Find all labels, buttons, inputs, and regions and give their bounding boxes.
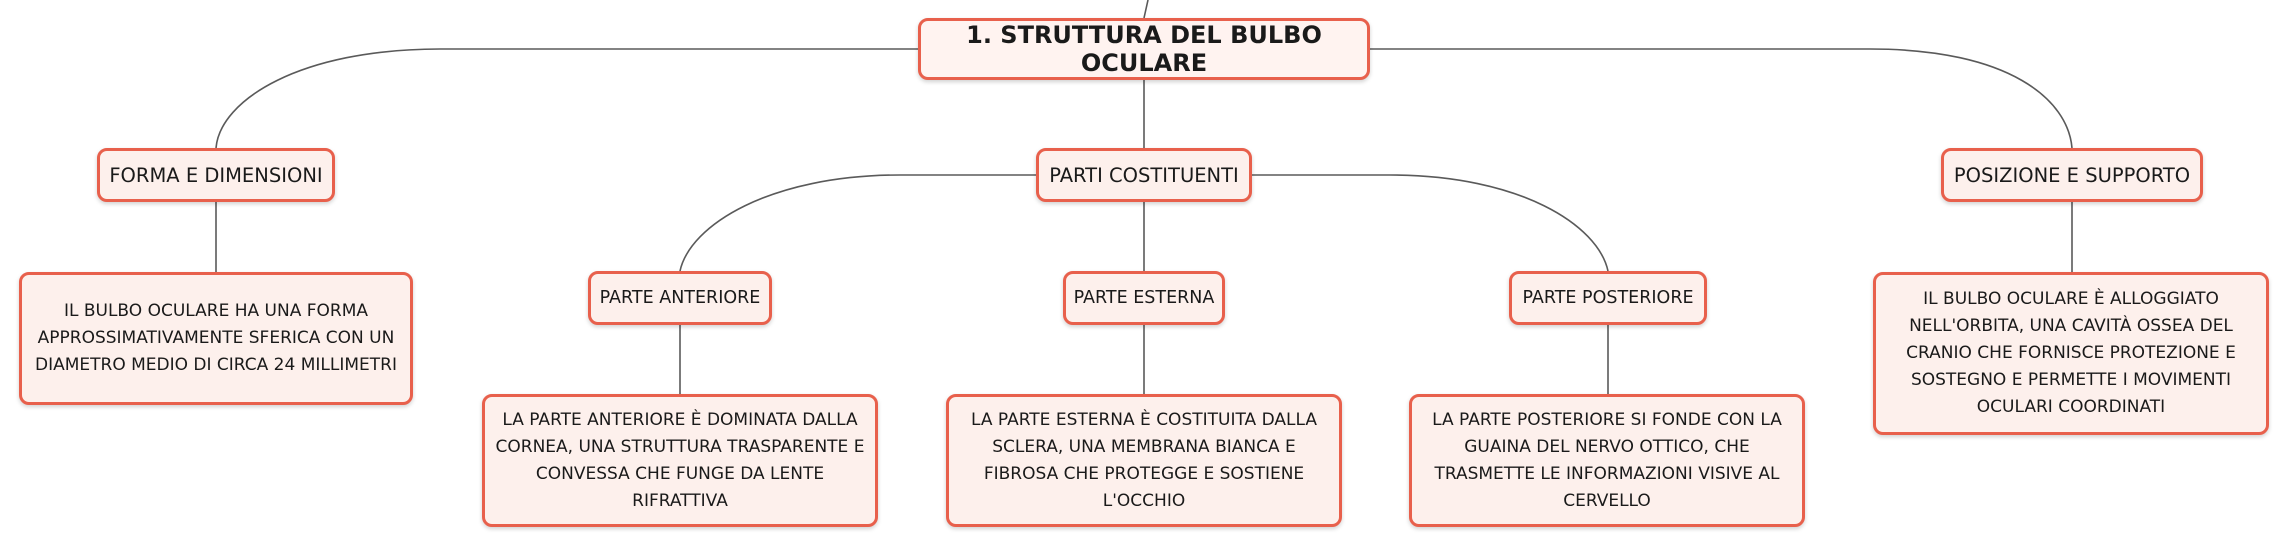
connector-parent-root (1143, 0, 1149, 19)
connector-root-forma (215, 48, 920, 149)
connector-root-posizione (1370, 48, 2073, 149)
node-parte-posteriore[interactable]: PARTE POSTERIORE (1509, 271, 1707, 325)
detail-text: LA PARTE ANTERIORE È DOMINATA DALLA CORN… (495, 409, 865, 511)
detail-posizione-e-supporto[interactable]: IL BULBO OCULARE È ALLOGGIATO NELL'ORBIT… (1873, 272, 2269, 435)
node-parte-esterna[interactable]: PARTE ESTERNA (1063, 271, 1225, 325)
detail-forma-e-dimensioni[interactable]: IL BULBO OCULARE HA UNA FORMA APPROSSIMA… (19, 272, 413, 405)
detail-text: LA PARTE POSTERIORE SI FONDE CON LA GUAI… (1432, 409, 1782, 511)
connector-parti-posteriore (1252, 174, 1609, 272)
detail-parte-esterna[interactable]: LA PARTE ESTERNA È COSTITUITA DALLA SCLE… (946, 394, 1342, 527)
detail-text: LA PARTE ESTERNA È COSTITUITA DALLA SCLE… (971, 409, 1317, 511)
node-posizione-e-supporto[interactable]: POSIZIONE E SUPPORTO (1941, 148, 2203, 202)
node-label: PARTI COSTITUENTI (1049, 163, 1239, 187)
detail-text: IL BULBO OCULARE HA UNA FORMA APPROSSIMA… (35, 301, 397, 375)
node-parte-anteriore[interactable]: PARTE ANTERIORE (588, 271, 772, 325)
node-forma-e-dimensioni[interactable]: FORMA E DIMENSIONI (97, 148, 335, 202)
node-label: PARTE POSTERIORE (1522, 288, 1694, 308)
root-label: 1. STRUTTURA DEL BULBO OCULARE (966, 21, 1322, 77)
node-label: PARTE ANTERIORE (599, 288, 761, 308)
node-label: POSIZIONE E SUPPORTO (1953, 163, 2191, 187)
node-label: FORMA E DIMENSIONI (109, 163, 323, 187)
node-parti-costituenti[interactable]: PARTI COSTITUENTI (1036, 148, 1252, 202)
detail-parte-anteriore[interactable]: LA PARTE ANTERIORE È DOMINATA DALLA CORN… (482, 394, 878, 527)
node-label: PARTE ESTERNA (1073, 288, 1215, 308)
connector-parti-anteriore (679, 174, 1036, 272)
root-node[interactable]: 1. STRUTTURA DEL BULBO OCULARE (918, 18, 1370, 80)
detail-text: IL BULBO OCULARE È ALLOGGIATO NELL'ORBIT… (1906, 289, 2236, 417)
detail-parte-posteriore[interactable]: LA PARTE POSTERIORE SI FONDE CON LA GUAI… (1409, 394, 1805, 527)
